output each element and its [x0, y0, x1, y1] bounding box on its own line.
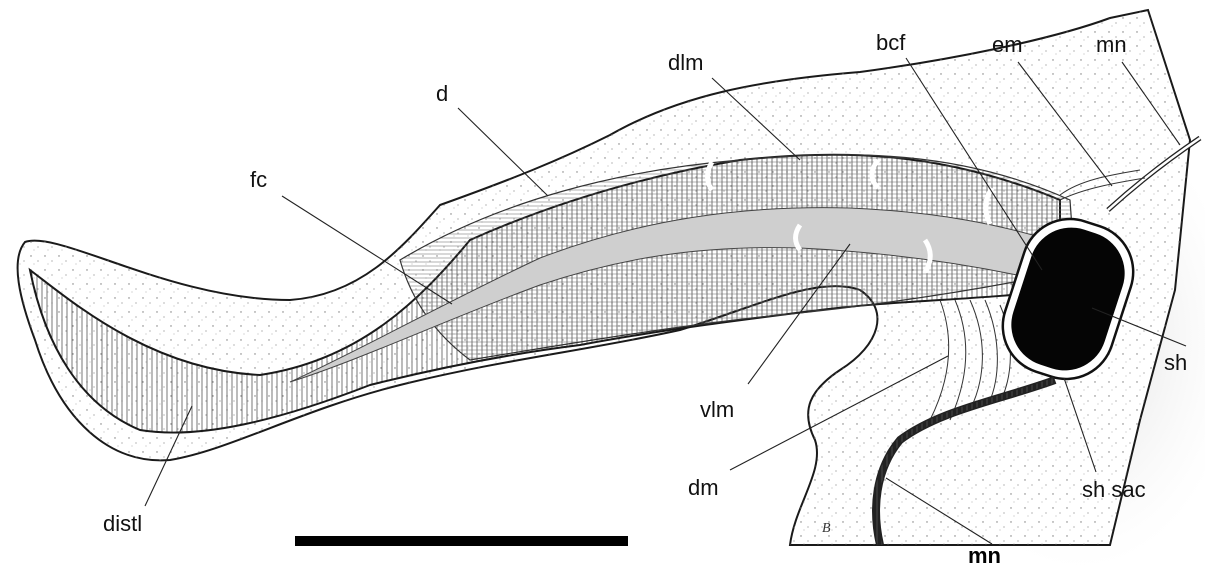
label-d: d	[436, 81, 448, 106]
label-dlm: dlm	[668, 50, 703, 75]
label-fc: fc	[250, 167, 267, 192]
label-sh-sac: sh sac	[1082, 477, 1146, 502]
label-vlm: vlm	[700, 397, 734, 422]
scale-bar	[295, 536, 628, 546]
label-sh: sh	[1164, 350, 1187, 375]
artist-signature: B	[822, 521, 831, 536]
label-distl: distl	[103, 511, 142, 536]
label-bcf: bcf	[876, 30, 906, 55]
label-mn-top: mn	[1096, 32, 1127, 57]
label-dm: dm	[688, 475, 719, 500]
label-em: em	[992, 32, 1023, 57]
label-mn-bottom: mn	[968, 543, 1001, 565]
